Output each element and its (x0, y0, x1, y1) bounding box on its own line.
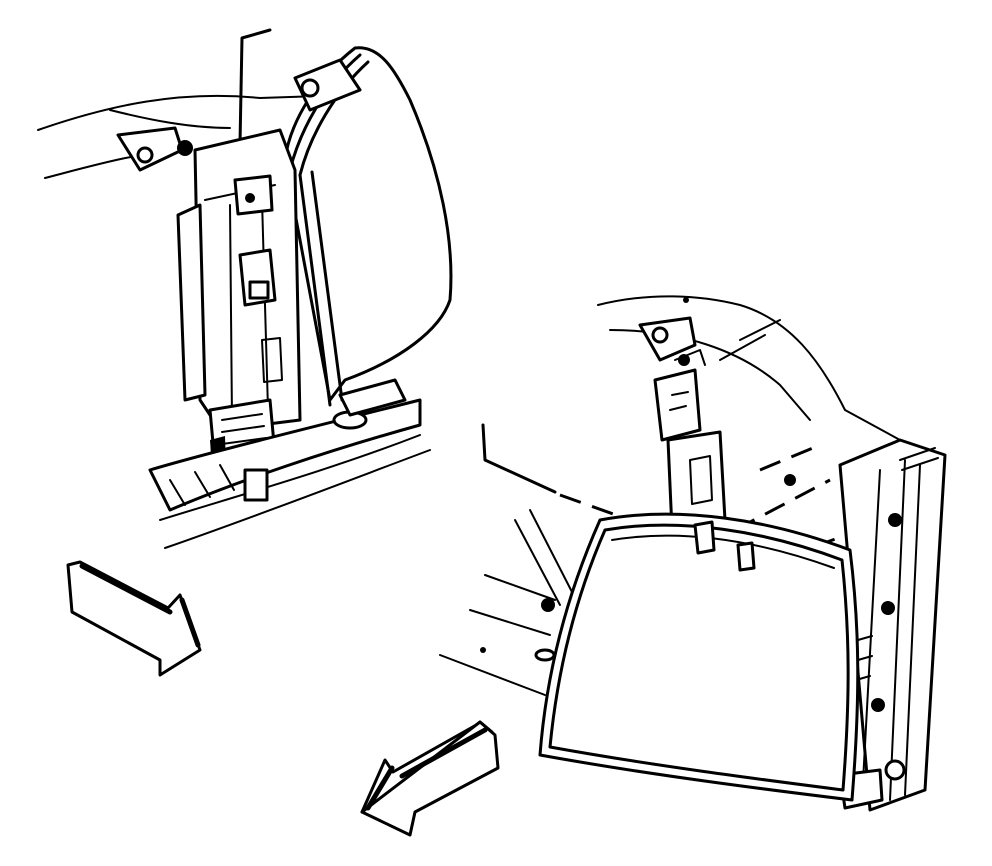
right-panel-lines (439, 574, 556, 696)
right-lamp-lens-inner-rim (548, 523, 850, 792)
right-panel-line-a (514, 519, 561, 606)
left-headlamp-assembly (37, 28, 453, 549)
left-housing-rib-b (261, 199, 269, 411)
left-bracket-screw-icon (245, 193, 255, 203)
right-panel-hole (534, 648, 556, 662)
right-fender-crease (719, 319, 781, 361)
arrow-left-shadow (79, 563, 173, 615)
right-leader-line (481, 423, 557, 494)
arrow-left-direction-icon (66, 560, 202, 677)
right-fender-dot (683, 297, 689, 303)
right-lamp-lens (538, 512, 860, 802)
right-hanging-bracket (653, 368, 702, 442)
right-bracket-hook (674, 349, 706, 366)
left-support-base-line (164, 449, 431, 549)
right-lamp-assembly (439, 295, 947, 812)
right-lens-clip-b (736, 541, 756, 572)
left-bolt-icon (136, 146, 154, 164)
left-fender-edge (37, 94, 321, 131)
right-socket-window (689, 455, 713, 505)
right-lens-clip-a (693, 520, 716, 555)
arrow-bottom-direction-icon (360, 720, 500, 837)
right-fender-inner (609, 329, 811, 421)
right-column-rib-c (904, 464, 921, 796)
right-bolt-icon (651, 326, 669, 344)
left-housing-side-plate (176, 203, 207, 402)
left-lens-edge-a (298, 173, 332, 407)
left-fender-crease (109, 109, 231, 129)
left-connector-ribs (221, 413, 267, 445)
right-panel-line-b (529, 509, 573, 593)
left-housing-rib-a (229, 204, 233, 421)
right-align-dash-c (759, 443, 821, 472)
arrow-bottom-shape (360, 720, 500, 837)
arrow-bottom-shadow (399, 727, 488, 779)
right-column-screw-1-icon (888, 513, 902, 527)
left-support-post (243, 468, 269, 502)
left-lens-rim-inner (298, 60, 370, 177)
arrow-bottom-tip-shadow (365, 765, 395, 811)
left-nut-icon (177, 140, 193, 156)
right-bracket-slots (669, 391, 689, 411)
left-socket-clip (248, 280, 270, 300)
left-lower-bracket (261, 337, 283, 383)
arrow-left-tip-shadow (179, 597, 201, 648)
right-column-screw-3-icon (871, 698, 885, 712)
left-top-hole (300, 78, 320, 98)
right-column-top-lip (899, 447, 939, 471)
right-column-rib-b (889, 459, 906, 801)
left-top-mount (293, 58, 362, 112)
arrow-left-body (66, 560, 202, 677)
right-column-screw-2-icon (881, 601, 895, 615)
left-support-bracket (338, 378, 407, 417)
right-upper-screw-icon (784, 474, 796, 486)
right-column-bolt-icon (884, 759, 906, 781)
right-panel-screw-icon (541, 598, 555, 612)
right-column-rib-a (861, 469, 881, 801)
left-support-lower-line (159, 434, 421, 521)
right-fender-top (597, 295, 901, 441)
left-lens-edge-b (310, 170, 344, 402)
left-support-slots (169, 464, 235, 506)
right-lens-top-edge (611, 534, 835, 569)
right-panel-dot (480, 647, 486, 653)
